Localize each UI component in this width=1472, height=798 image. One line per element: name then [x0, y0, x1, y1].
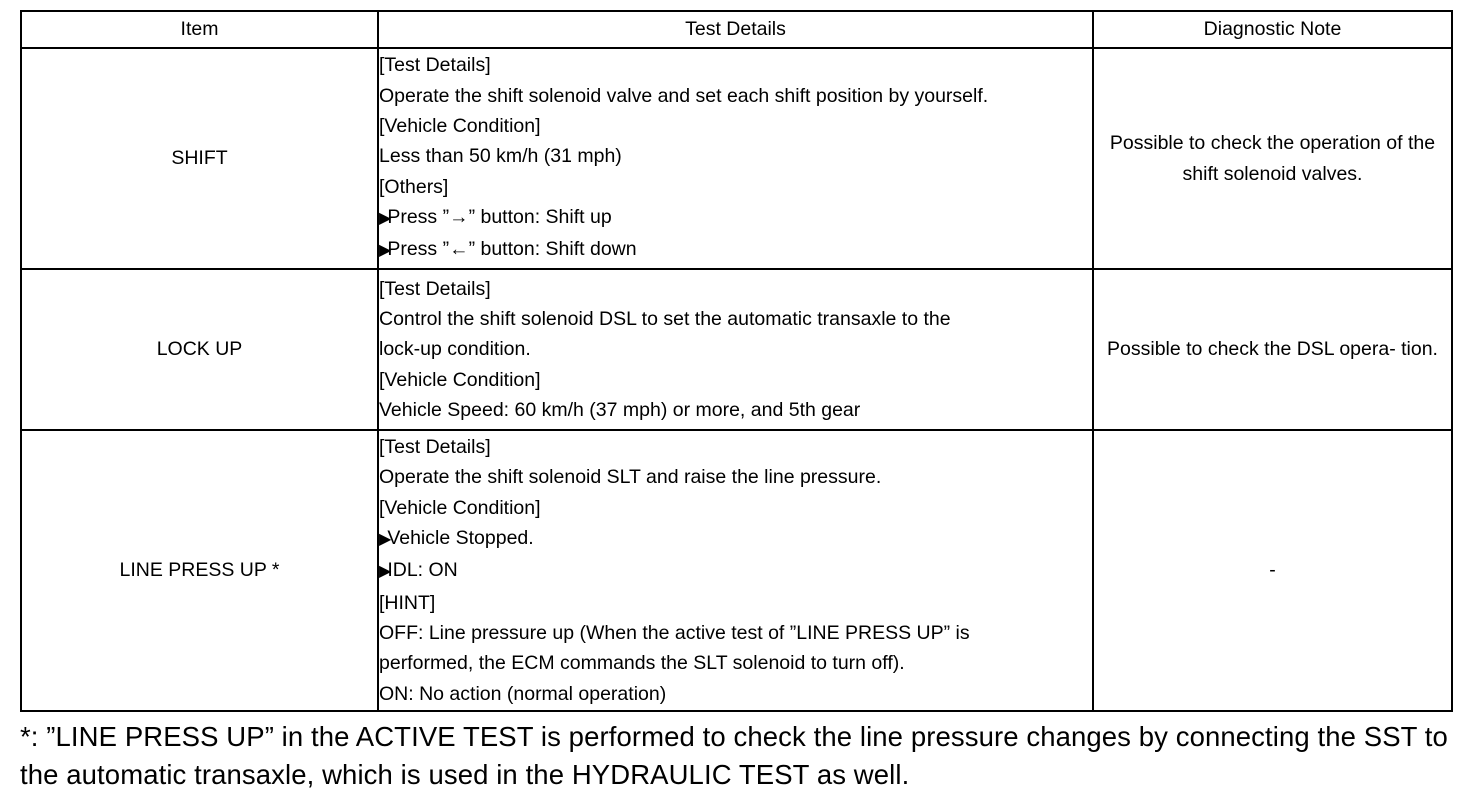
detail-line: ▶Press ”←” button: Shift down: [379, 234, 1092, 266]
detail-text: Less than 50 km/h (31 mph): [379, 145, 622, 168]
detail-line: [Vehicle Condition]: [379, 365, 1092, 395]
triangle-right-icon: ▶: [379, 563, 392, 581]
detail-line: lock-up condition.: [379, 334, 1092, 364]
detail-line: [HINT]: [379, 588, 1092, 618]
table-row: LINE PRESS UP * [Test Details] Operate th…: [20, 429, 1453, 712]
table-header-row: Item Test Details Diagnostic Note: [20, 10, 1453, 49]
detail-text: Vehicle Stopped.: [387, 527, 534, 550]
detail-text: Press ”→” button: Shift up: [387, 205, 612, 228]
detail-line: [Test Details]: [379, 50, 1092, 80]
detail-text: Control the shift solenoid DSL to set th…: [379, 308, 951, 331]
triangle-right-icon: ▶: [379, 531, 392, 549]
detail-line: ▶IDL: ON: [379, 555, 1092, 587]
header-test-details: Test Details: [377, 10, 1094, 49]
detail-text: [Test Details]: [379, 277, 491, 300]
note-cell: -: [1092, 429, 1453, 712]
item-cell: LINE PRESS UP *: [20, 429, 379, 712]
detail-line: [Vehicle Condition]: [379, 111, 1092, 141]
item-cell: LOCK UP: [20, 268, 379, 431]
detail-line: ▶Vehicle Stopped.: [379, 523, 1092, 555]
detail-line: [Others]: [379, 172, 1092, 202]
detail-text: [Test Details]: [379, 436, 491, 459]
active-test-table: Item Test Details Diagnostic Note SHIFT …: [20, 10, 1453, 712]
detail-line: Operate the shift solenoid SLT and raise…: [379, 462, 1092, 492]
details-cell: [Test Details] Operate the shift solenoid…: [377, 429, 1094, 712]
detail-text: Operate the shift solenoid SLT and raise…: [379, 466, 882, 489]
item-cell: SHIFT: [20, 47, 379, 270]
table-row: LOCK UP [Test Details] Control the shift …: [20, 268, 1453, 431]
detail-line: [Test Details]: [379, 274, 1092, 304]
header-item: Item: [20, 10, 379, 49]
detail-text: performed, the ECM commands the SLT sole…: [379, 652, 905, 675]
note-cell: Possible to check the operation of the s…: [1092, 47, 1453, 270]
detail-line: performed, the ECM commands the SLT sole…: [379, 648, 1092, 678]
detail-line: OFF: Line pressure up (When the active t…: [379, 618, 1092, 648]
detail-text: Vehicle Speed: 60 km/h (37 mph) or more,…: [379, 398, 861, 421]
detail-text: [Vehicle Condition]: [379, 115, 541, 138]
detail-line: [Vehicle Condition]: [379, 493, 1092, 523]
detail-line: Less than 50 km/h (31 mph): [379, 141, 1092, 171]
table-row: SHIFT [Test Details] Operate the shift so…: [20, 47, 1453, 270]
detail-line: Control the shift solenoid DSL to set th…: [379, 304, 1092, 334]
detail-line: Vehicle Speed: 60 km/h (37 mph) or more,…: [379, 395, 1092, 425]
footnote: *: ”LINE PRESS UP” in the ACTIVE TEST is…: [20, 721, 1448, 790]
detail-text: OFF: Line pressure up (When the active t…: [379, 621, 970, 644]
detail-text: [Vehicle Condition]: [379, 496, 541, 519]
detail-text: IDL: ON: [387, 559, 458, 582]
note-cell: Possible to check the DSL opera- tion.: [1092, 268, 1453, 431]
detail-text: Press ”←” button: Shift down: [387, 238, 637, 261]
detail-text: lock-up condition.: [379, 338, 531, 361]
detail-text: [Test Details]: [379, 54, 491, 77]
triangle-right-icon: ▶: [379, 242, 392, 260]
details-cell: [Test Details] Control the shift solenoid…: [377, 268, 1094, 431]
detail-line: ON: No action (normal operation): [379, 679, 1092, 709]
detail-line: ▶Press ”→” button: Shift up: [379, 202, 1092, 234]
detail-text: [Vehicle Condition]: [379, 368, 541, 391]
header-diagnostic-note: Diagnostic Note: [1092, 10, 1453, 49]
triangle-right-icon: ▶: [379, 209, 392, 227]
detail-text: Operate the shift solenoid valve and set…: [379, 84, 989, 107]
detail-line: [Test Details]: [379, 432, 1092, 462]
detail-text: [HINT]: [379, 591, 436, 614]
details-cell: [Test Details] Operate the shift solenoid…: [377, 47, 1094, 270]
detail-text: ON: No action (normal operation): [379, 682, 667, 705]
detail-line: Operate the shift solenoid valve and set…: [379, 81, 1092, 111]
detail-text: [Others]: [379, 175, 449, 198]
